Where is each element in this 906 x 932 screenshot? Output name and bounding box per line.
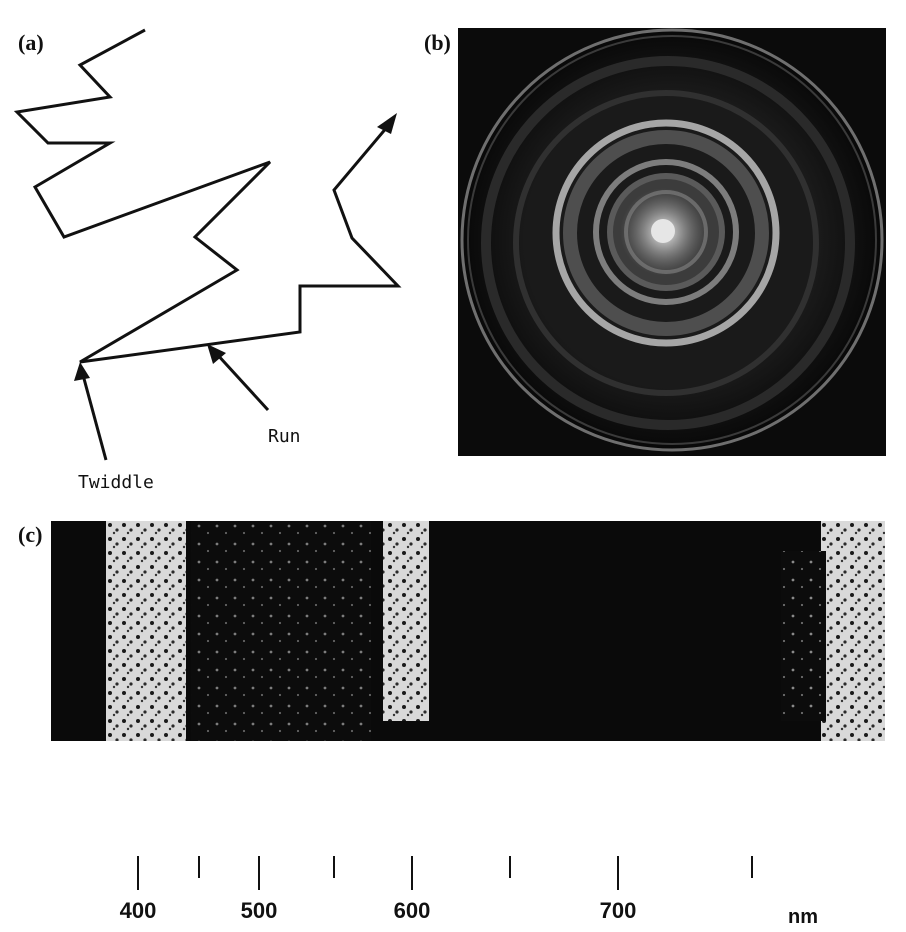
tick-label-500: 500: [240, 898, 278, 923]
tick-major: [617, 856, 619, 890]
swimming-path: [13, 28, 402, 364]
tick-label-700: 700: [599, 898, 637, 923]
tick-label-400: 400: [119, 898, 157, 923]
spectrum-band-440: [106, 521, 186, 741]
tick-major: [137, 856, 139, 890]
tick-minor: [198, 856, 200, 878]
tick-minor: [509, 856, 511, 878]
outer-bright-ring: [552, 119, 780, 347]
wavelength-scale: 400 500 600 700 nm: [0, 840, 906, 932]
run-annotation: Run: [268, 426, 301, 447]
spectrum-band-far-red: [821, 521, 885, 741]
path-direction-arrowhead: [377, 113, 397, 134]
run-pointer-arrow: [213, 350, 270, 412]
panel-a-label: (a): [18, 30, 44, 55]
petri-dish-photo: [458, 28, 886, 456]
panel-c-label: (c): [18, 522, 43, 547]
spectrum-strip: [51, 521, 885, 741]
panel-b-label: (b): [424, 30, 451, 55]
twiddle-pointer-arrow: [81, 374, 108, 461]
unit-label: nm: [788, 906, 818, 928]
tick-minor: [751, 856, 753, 878]
twiddle-pointer-arrowhead: [74, 362, 90, 381]
run-pointer-arrowhead: [207, 344, 226, 364]
tick-label-600: 600: [393, 898, 431, 923]
tick-minor: [333, 856, 335, 878]
middle-ring: [593, 159, 739, 305]
run-twiddle-path-diagram: [13, 28, 402, 461]
tick-major: [258, 856, 260, 890]
spectrum-band-590: [383, 521, 429, 721]
twiddle-annotation: Twiddle: [78, 472, 154, 493]
tick-major: [411, 856, 413, 890]
